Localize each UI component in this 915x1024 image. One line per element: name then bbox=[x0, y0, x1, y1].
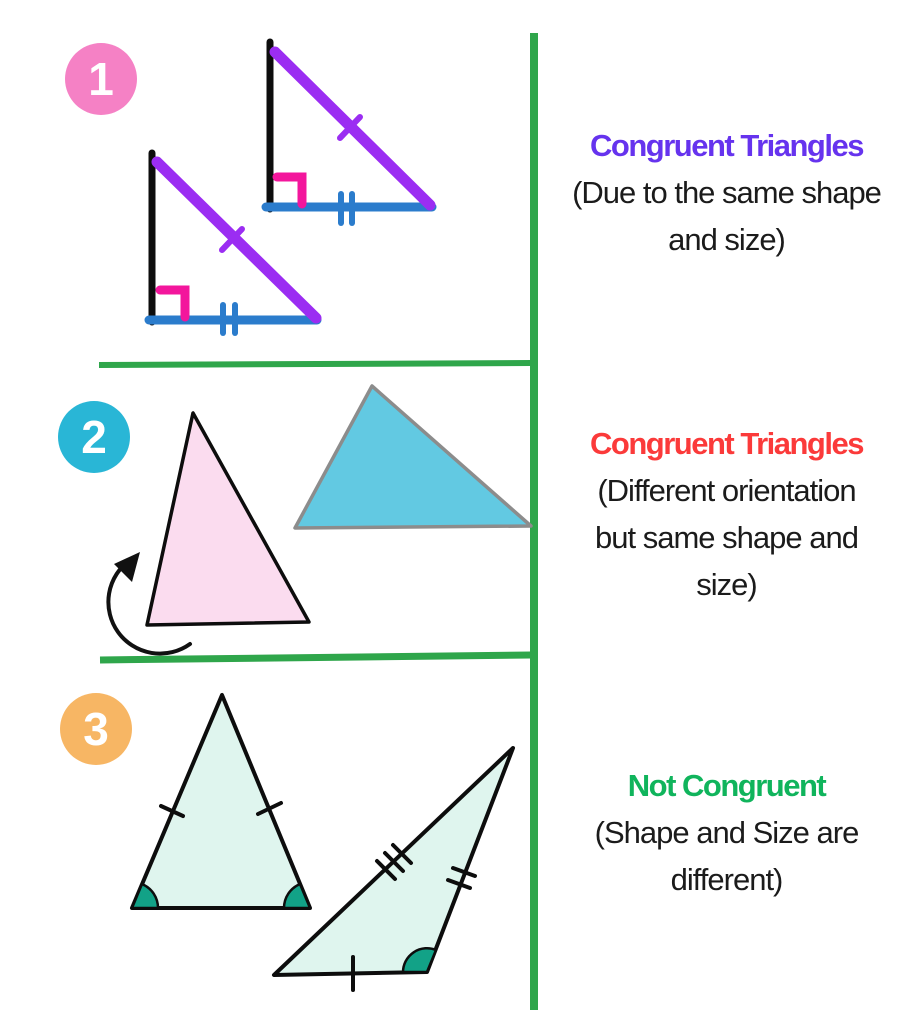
caption-2-heading: Congruent Triangles bbox=[590, 426, 864, 461]
right-angle-marker bbox=[155, 285, 190, 322]
caption-2-line: (Different orientation bbox=[597, 473, 856, 508]
section-1-number: 1 bbox=[88, 53, 114, 105]
section-2-badge: 2 bbox=[58, 401, 130, 473]
caption-2-line: but same shape and bbox=[595, 520, 859, 555]
section-1-badge: 1 bbox=[65, 43, 137, 115]
caption-3-heading: Not Congruent bbox=[627, 768, 827, 803]
base-sides bbox=[144, 202, 437, 325]
caption-1-line: (Due to the same shape bbox=[572, 175, 882, 210]
angle-marker bbox=[401, 947, 438, 974]
tick-mark bbox=[383, 851, 405, 873]
congruent-right-triangles-figure bbox=[144, 38, 437, 336]
pink-triangle bbox=[145, 411, 311, 627]
section-2-number: 2 bbox=[81, 411, 107, 463]
horizontal-divider-line-2 bbox=[99, 651, 532, 664]
tick-mark bbox=[451, 866, 477, 878]
right-angle-marker bbox=[272, 172, 307, 209]
caption-3-line: (Shape and Size are bbox=[594, 815, 860, 850]
caption-2: Congruent Triangles (Different orientati… bbox=[538, 420, 915, 608]
angle-markers bbox=[130, 882, 438, 974]
tick-mark bbox=[256, 801, 283, 816]
not-congruent-triangles-figure bbox=[130, 693, 515, 992]
tick-mark bbox=[446, 878, 472, 890]
mint-triangles bbox=[130, 693, 515, 977]
section-3-badge: 3 bbox=[60, 693, 132, 765]
tick-mark bbox=[219, 226, 245, 253]
dividers bbox=[98, 33, 538, 1010]
side-tick-marks bbox=[159, 801, 477, 992]
angle-marker bbox=[130, 882, 160, 910]
tick-mark bbox=[375, 859, 397, 881]
caption-3: Not Congruent (Shape and Size are differ… bbox=[538, 762, 915, 903]
tick-mark bbox=[159, 804, 185, 818]
caption-3-line: different) bbox=[670, 862, 784, 897]
caption-1: Congruent Triangles (Due to the same sha… bbox=[538, 122, 915, 263]
isosceles-triangle bbox=[130, 693, 312, 910]
section-3-number: 3 bbox=[83, 703, 109, 755]
hypotenuses bbox=[151, 46, 436, 324]
blue-triangle bbox=[293, 384, 533, 530]
hypotenuse-tick-marks bbox=[219, 114, 363, 253]
angle-marker bbox=[282, 882, 312, 910]
right-angle-markers bbox=[155, 172, 307, 322]
vertical-sides bbox=[148, 38, 274, 326]
horizontal-divider-line-1 bbox=[98, 360, 532, 368]
tick-mark bbox=[337, 114, 363, 141]
rotation-arrow bbox=[106, 558, 192, 656]
base-double-tick-marks bbox=[220, 191, 355, 336]
caption-1-line: and size) bbox=[668, 222, 786, 257]
caption-1-heading: Congruent Triangles bbox=[590, 128, 864, 163]
rotation-arrow-head-icon bbox=[114, 552, 140, 582]
caption-2-line: size) bbox=[696, 567, 757, 602]
tick-mark bbox=[391, 843, 413, 865]
rotated-congruent-triangles-figure bbox=[106, 384, 533, 656]
triangle-b-hypotenuse bbox=[151, 156, 322, 324]
